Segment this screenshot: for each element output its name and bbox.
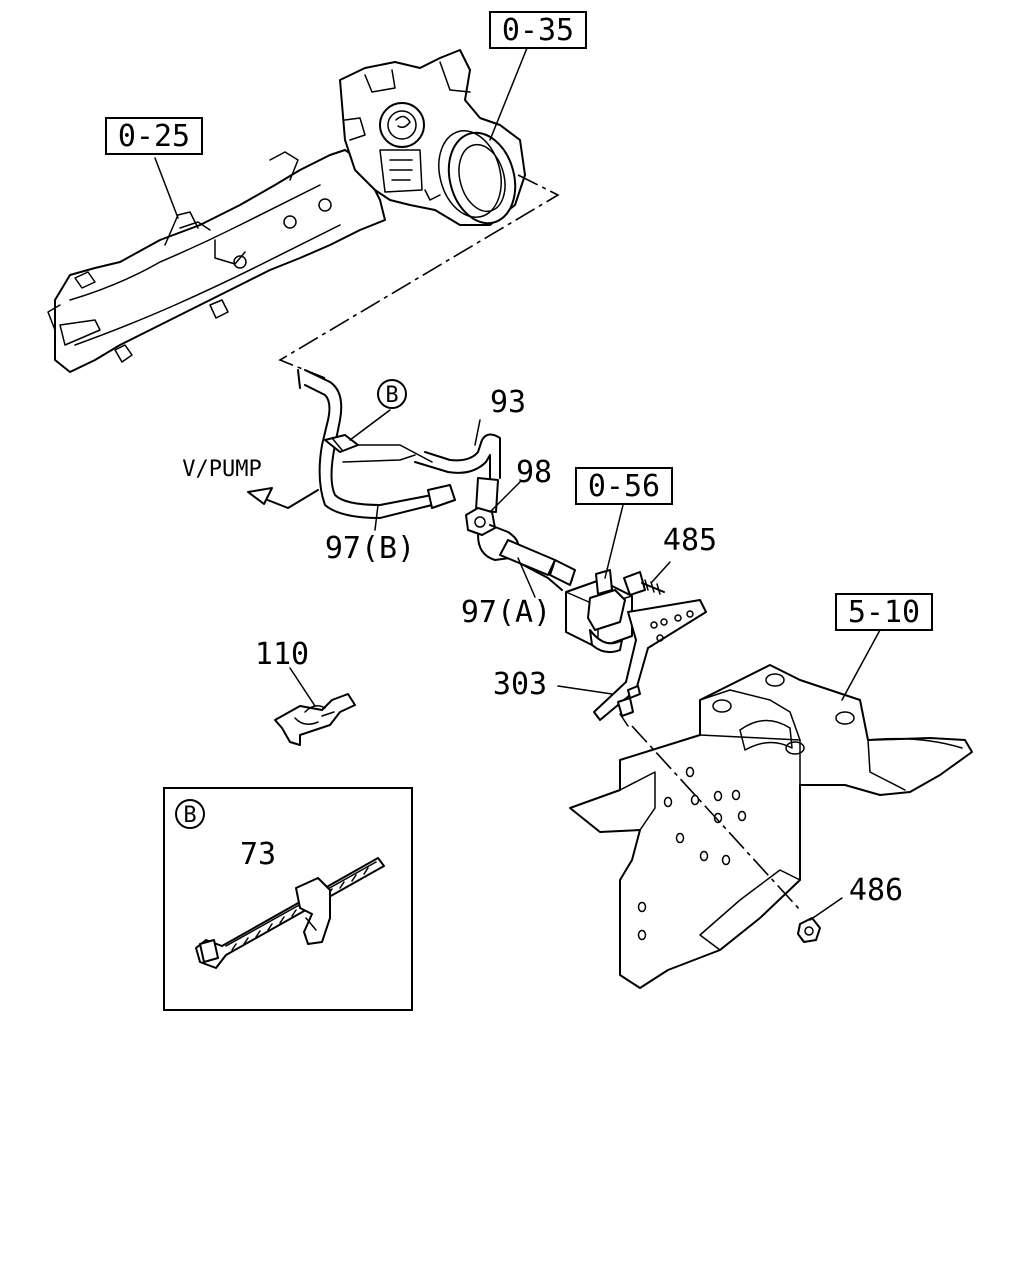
vsv-valve xyxy=(565,569,633,654)
inset-b-marker: B xyxy=(183,803,196,828)
crossmember-bracket xyxy=(569,664,973,989)
part-110[interactable]: 110 xyxy=(255,637,309,672)
ref-0-56[interactable]: 0-56 xyxy=(588,469,660,504)
labels: 0-35 0-25 0-56 5-10 93 98 97(B) 97(A) 48… xyxy=(105,11,933,908)
part-98[interactable]: 98 xyxy=(516,455,552,490)
ref-5-10[interactable]: 5-10 xyxy=(848,595,920,630)
part-73[interactable]: 73 xyxy=(240,837,276,872)
hose-98-97a xyxy=(465,507,576,591)
part-485[interactable]: 485 xyxy=(663,523,717,558)
throttle-body xyxy=(339,49,526,226)
bolt-485 xyxy=(623,571,665,596)
hose-97b xyxy=(297,369,456,519)
ref-0-25[interactable]: 0-25 xyxy=(118,119,190,154)
vpump-label: V/PUMP xyxy=(182,457,261,482)
part-97b[interactable]: 97(B) xyxy=(325,531,415,566)
part-486[interactable]: 486 xyxy=(849,873,903,908)
part-97a[interactable]: 97(A) xyxy=(461,595,551,630)
inset-b-circle xyxy=(175,799,205,829)
leader-lines xyxy=(154,47,881,921)
part-303[interactable]: 303 xyxy=(493,667,547,702)
ref-0-35[interactable]: 0-35 xyxy=(502,13,574,48)
detail-b-marker[interactable]: B xyxy=(385,383,398,408)
part-93[interactable]: 93 xyxy=(490,385,526,420)
intake-manifold xyxy=(47,149,386,373)
nut-486 xyxy=(797,917,821,943)
clamp-110 xyxy=(274,693,356,746)
hose-93 xyxy=(414,433,501,513)
detail-b-circle xyxy=(377,379,407,409)
inset-detail-b xyxy=(163,787,413,1011)
bolt-lower xyxy=(617,697,634,727)
